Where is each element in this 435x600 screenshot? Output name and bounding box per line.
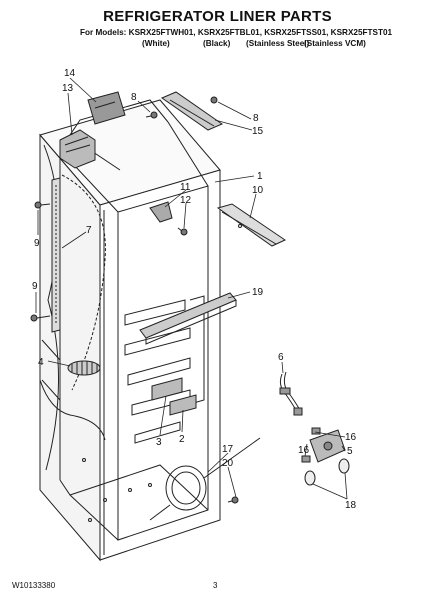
variant-white: (White) — [142, 39, 170, 48]
shelf-support-part-19 — [139, 292, 237, 345]
clip-part-16-lower — [301, 455, 311, 463]
callout-10: 10 — [252, 185, 264, 196]
models-line: For Models: KSRX25FTWH01, KSRX25FTBL01, … — [80, 28, 393, 37]
tubing-part-17 — [149, 437, 261, 521]
callout-16-right: 16 — [345, 432, 357, 443]
callout-18: 18 — [345, 500, 357, 511]
callout-9-lower: 9 — [32, 281, 38, 292]
variant-stainless-steel: (Stainless Steel) — [246, 39, 310, 48]
callout-2: 2 — [179, 434, 185, 445]
bracket-part-11 — [149, 201, 173, 223]
callout-7: 7 — [86, 225, 92, 236]
callout-19: 19 — [252, 287, 264, 298]
variant-stainless-vcm: (Stainless VCM) — [304, 39, 366, 48]
page-number: 3 — [213, 581, 218, 590]
bracket-part-2 — [169, 394, 197, 416]
shelf-rail-part-7 — [51, 177, 61, 333]
page-title: REFRIGERATOR LINER PARTS — [103, 8, 332, 25]
screw-part-9-upper — [34, 201, 51, 209]
callout-15: 15 — [252, 126, 264, 137]
bracket-part-3 — [151, 377, 183, 401]
screw-part-8-right — [210, 96, 218, 104]
callout-16-left: 16 — [298, 445, 310, 456]
bracket-part-14 — [87, 91, 126, 125]
doc-number: W10133380 — [12, 581, 56, 590]
light-housing-part-5 — [309, 429, 346, 463]
callout-9-upper: 9 — [34, 238, 40, 249]
top-brace-part-15 — [160, 91, 224, 131]
screw-part-20 — [227, 496, 239, 504]
screw-part-9-lower — [30, 314, 51, 322]
leader-lines — [35, 77, 348, 500]
callout-1: 1 — [257, 171, 263, 182]
variant-black: (Black) — [203, 39, 231, 48]
wire-harness-part-6 — [279, 371, 303, 416]
callout-5: 5 — [347, 446, 353, 457]
callout-8-left: 8 — [131, 92, 137, 103]
callout-13: 13 — [62, 83, 74, 94]
callout-12: 12 — [180, 195, 192, 206]
liner-shell — [39, 99, 221, 562]
callout-11: 11 — [180, 182, 191, 193]
callout-6: 6 — [278, 352, 284, 363]
clip-part-16-upper — [311, 427, 321, 435]
bulb-part-18 — [304, 458, 350, 486]
callout-4: 4 — [38, 357, 44, 368]
callout-14: 14 — [64, 68, 76, 79]
drain-grill-part-4 — [67, 360, 101, 376]
screw-part-8-left — [145, 111, 158, 119]
callout-3: 3 — [156, 437, 162, 448]
screw-part-12 — [177, 227, 188, 236]
callout-17: 17 — [222, 444, 234, 455]
callout-8-right: 8 — [253, 113, 259, 124]
callout-labels: 14 13 8 8 15 1 11 12 10 7 9 9 19 4 6 3 2… — [32, 68, 357, 511]
light-shield-part-10 — [216, 203, 287, 247]
callout-20: 20 — [222, 458, 234, 469]
control-housing-part-13 — [59, 129, 96, 169]
